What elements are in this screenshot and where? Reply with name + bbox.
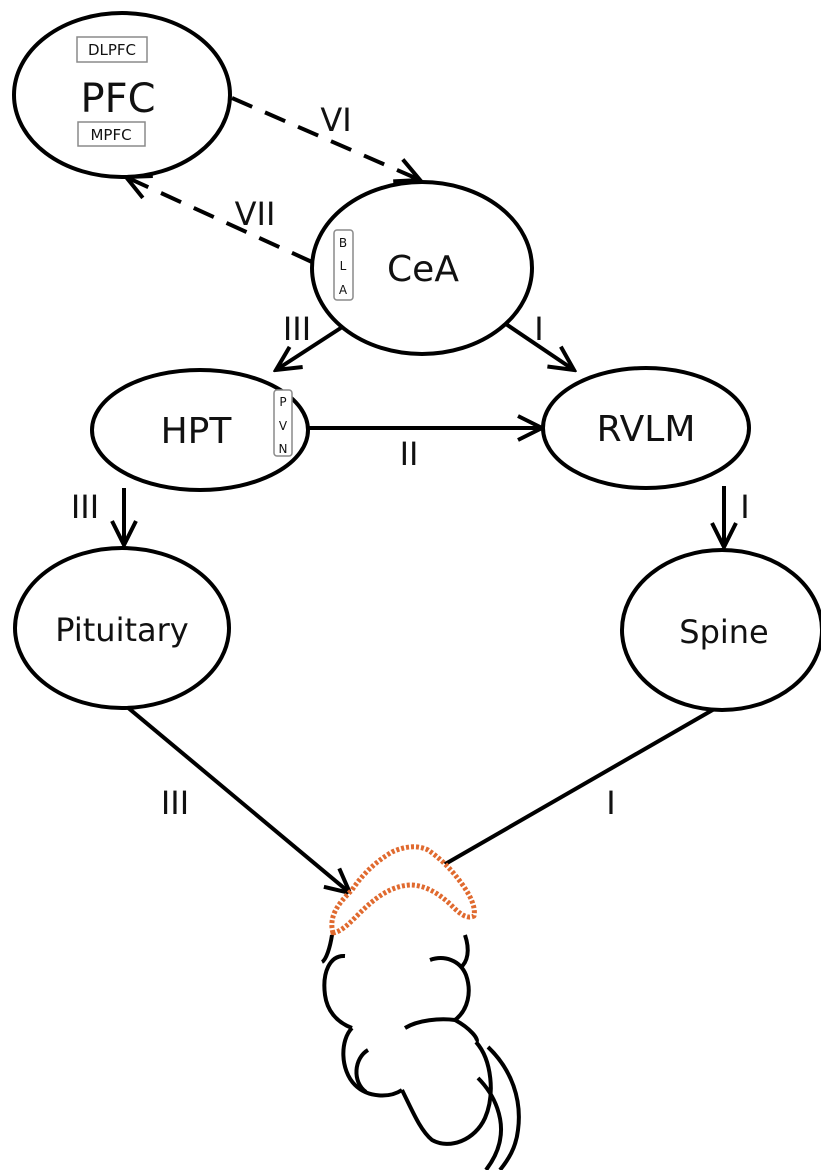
hpt-label: HPT	[161, 411, 233, 452]
edge-cea-to-pfc	[126, 177, 313, 264]
edge-label-rvlm-to-spine: I	[740, 488, 749, 526]
pituitary-label: Pituitary	[55, 611, 188, 649]
hpt-side-letter-1: P	[279, 395, 286, 409]
node-pfc: DLPFC PFC MPFC	[12, 11, 232, 179]
edge-label-hpt-to-pituitary: III	[71, 488, 99, 526]
edge-label-cea-to-hpt: III	[283, 310, 311, 348]
edge-label-cea-to-rvlm: I	[534, 310, 543, 348]
hpt-side-letter-3: N	[279, 442, 288, 456]
kidney-icon	[320, 934, 521, 1170]
edge-label-pfc-to-cea: VI	[320, 101, 351, 139]
pfc-sub-box-bottom	[77, 121, 146, 147]
spine-label: Spine	[679, 613, 768, 651]
edge-label-spine-to-adrenal: I	[606, 784, 615, 822]
node-pituitary: Pituitary	[13, 546, 231, 710]
adrenal-gland-icon	[329, 844, 477, 936]
edge-label-cea-to-pfc: VII	[235, 195, 276, 233]
edge-spine-to-adrenal	[414, 706, 717, 882]
cea-label: CeA	[387, 249, 459, 290]
edge-label-pituitary-to-adrenal: III	[161, 784, 189, 822]
pfc-sub-label-bottom: MPFC	[90, 126, 131, 144]
cea-side-box	[333, 229, 354, 301]
edge-cea-to-rvlm	[498, 318, 574, 370]
edge-label-hpt-to-rvlm: II	[400, 435, 419, 473]
pfc-sub-label-top: DLPFC	[88, 41, 136, 59]
node-hpt: P V N HPT	[90, 368, 310, 492]
edge-cea-to-hpt	[276, 320, 352, 370]
cea-side-letter-3: A	[339, 283, 348, 297]
node-cea: B L A CeA	[310, 180, 534, 356]
pfc-label: PFC	[80, 76, 155, 122]
node-rvlm: RVLM	[541, 366, 751, 490]
cea-side-letter-2: L	[340, 259, 347, 273]
cea-side-letter-1: B	[339, 236, 347, 250]
rvlm-label: RVLM	[597, 409, 696, 450]
hpt-side-letter-2: V	[279, 419, 288, 433]
pfc-sub-box-top	[76, 36, 148, 63]
hpt-side-box	[273, 389, 293, 457]
node-spine: Spine	[620, 548, 821, 712]
edge-pituitary-to-adrenal	[124, 704, 350, 893]
